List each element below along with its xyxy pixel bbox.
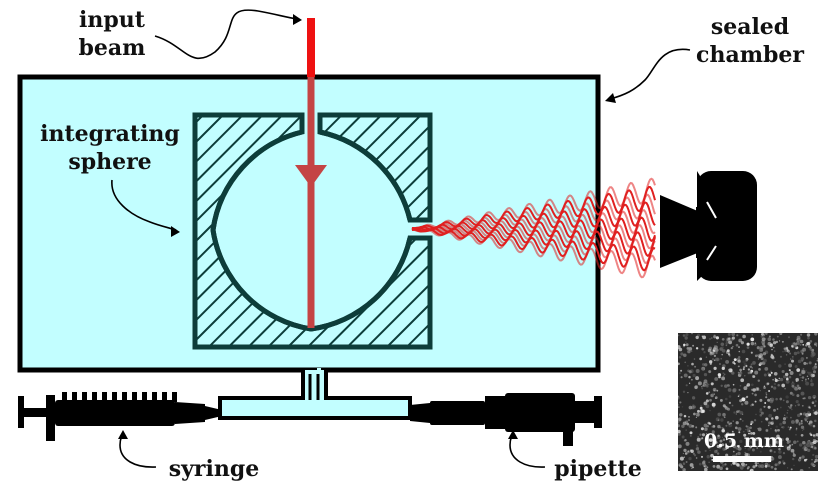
syringe-callout: [119, 434, 157, 468]
light-ray: [411, 227, 656, 272]
beam-arrowhead: [295, 165, 327, 187]
pipette-icon: [410, 393, 602, 446]
light-ray: [411, 227, 656, 265]
scale-bar: [713, 456, 771, 462]
syringe-rib: [72, 392, 77, 402]
scattered-light: [411, 177, 656, 279]
sealed-chamber-label-line1: sealed: [711, 14, 789, 40]
light-ray: [412, 193, 656, 231]
integrating-sphere-label-line1: integrating: [40, 121, 180, 147]
sealed-chamber-callout: [609, 48, 691, 100]
integrating-sphere: [192, 112, 433, 350]
syringe-icon: [18, 392, 222, 441]
input-beam-callout: [154, 9, 298, 59]
camera-icon: [660, 171, 757, 281]
syringe-rib: [122, 392, 127, 400]
syringe-rib: [62, 392, 67, 400]
integrating-sphere-callout: [111, 179, 177, 231]
syringe-label: syringe: [169, 456, 260, 482]
syringe-rib: [162, 392, 167, 400]
light-ray: [411, 227, 656, 279]
scale-bar-label: 0.5 mm: [704, 430, 784, 452]
input-beam: [295, 18, 327, 328]
micrograph-inset: 0.5 mm: [678, 333, 818, 471]
syringe-rib: [82, 392, 87, 400]
syringe-rib: [102, 392, 107, 400]
input-beam-label-line1: input: [79, 7, 146, 33]
input-beam-label-line2: beam: [79, 35, 146, 61]
syringe-rib: [112, 392, 117, 402]
pipette-label: pipette: [554, 456, 641, 482]
sealed-chamber-label-line2: chamber: [696, 42, 804, 68]
light-ray: [411, 185, 656, 231]
syringe-rib: [172, 392, 177, 402]
syringe-rib: [92, 392, 97, 402]
fluid-channel: [218, 368, 412, 420]
syringe-rib: [152, 392, 157, 402]
syringe-rib: [142, 392, 147, 400]
pipette-callout: [509, 434, 546, 468]
light-ray: [411, 177, 656, 231]
integrating-sphere-label-line2: sphere: [68, 149, 151, 175]
syringe-rib: [132, 392, 137, 402]
